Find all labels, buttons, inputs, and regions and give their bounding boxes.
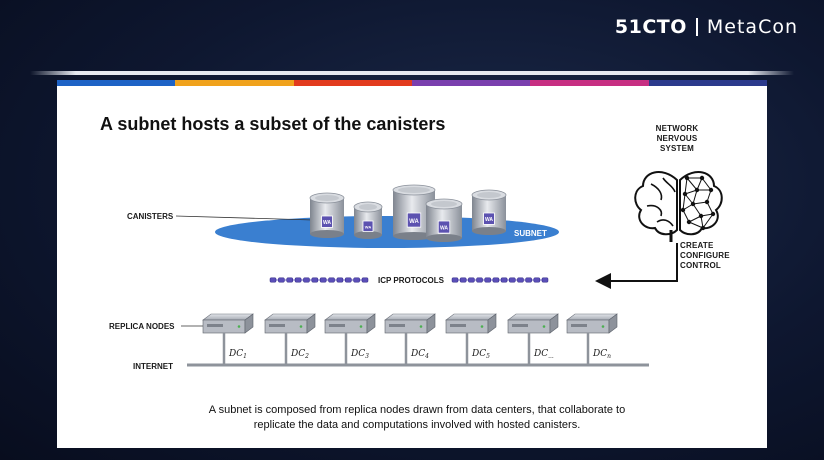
canister: WA <box>471 189 507 235</box>
canister-badge-label: WA <box>440 225 448 231</box>
replica-node-server: DC... <box>507 313 559 364</box>
canister-badge-label: WA <box>365 224 372 229</box>
header-divider <box>30 71 794 75</box>
icp-protocol-chain-right <box>451 277 549 283</box>
icp-protocol-chain-left <box>269 277 369 283</box>
slide-panel: A subnet hosts a subset of the canisters… <box>57 80 767 448</box>
canister-badge <box>362 220 374 232</box>
control-label-line-2: CONFIGURE <box>680 251 730 260</box>
stripe-segment <box>175 80 294 86</box>
stripe-segment <box>648 80 767 86</box>
subnet-label: SUBNET <box>514 229 547 238</box>
replica-node-server: DC4 <box>384 313 436 364</box>
data-center-label: DC... <box>533 349 554 360</box>
replica-nodes-label: REPLICA NODES <box>109 322 175 331</box>
nns-label-line-2: NERVOUS <box>656 134 698 143</box>
protocol-bead <box>533 277 541 283</box>
brand-event: MetaCon <box>706 16 798 38</box>
icp-protocols-label: ICP PROTOCOLS <box>378 276 445 285</box>
data-center-label: DC1 <box>228 349 247 360</box>
stripe-segment <box>293 80 412 86</box>
brand-name: 51CTO <box>614 16 687 38</box>
protocol-bead <box>517 277 524 283</box>
data-center-label: DC4 <box>410 349 429 360</box>
canisters-leader-line <box>175 215 314 221</box>
nns-label-line-3: SYSTEM <box>659 144 695 153</box>
canister-badge <box>321 215 333 228</box>
protocol-bead <box>361 277 369 283</box>
protocol-bead <box>525 277 532 283</box>
internet-label: INTERNET <box>133 362 173 371</box>
protocol-bead <box>468 277 475 283</box>
slide-title: A subnet hosts a subset of the canisters <box>100 114 446 134</box>
protocol-bead <box>500 277 508 283</box>
brain-icon <box>634 171 723 242</box>
canister: WA <box>353 201 383 239</box>
replica-node-server: DC1 <box>202 313 254 364</box>
protocol-bead <box>451 277 459 283</box>
protocol-bead <box>509 277 516 283</box>
data-center-label: DCn <box>592 349 611 360</box>
protocol-bead <box>459 277 467 283</box>
canisters-label: CANISTERS <box>127 212 174 221</box>
protocol-bead <box>484 277 491 283</box>
protocol-bead <box>328 277 335 283</box>
replica-node-server: DC3 <box>324 313 376 364</box>
replica-node-server: DC2 <box>264 313 316 364</box>
replica-node-server: DC5 <box>445 313 497 364</box>
caption-line-2: replicate the data and computations invo… <box>253 419 581 431</box>
replica-node-server: DCn <box>566 313 618 364</box>
canister: WA <box>309 192 345 238</box>
protocol-bead <box>303 277 310 283</box>
canister: WA <box>425 198 463 242</box>
canister-group: WA WA WA WA WA <box>309 184 507 242</box>
protocol-bead <box>345 277 352 283</box>
replica-node-group: DC1 DC2 DC3 DC4 DC5 DC... DCn <box>202 313 618 364</box>
stripe-segment <box>411 80 531 86</box>
color-stripe <box>57 80 767 86</box>
data-center-label: DC2 <box>290 349 309 360</box>
caption-line-1: A subnet is composed from replica nodes … <box>208 404 626 416</box>
protocol-bead <box>492 277 500 283</box>
control-arrow <box>595 243 678 289</box>
brand-separator <box>695 18 698 36</box>
control-label: CREATE CONFIGURE CONTROL <box>680 241 730 271</box>
protocol-bead <box>294 277 302 283</box>
protocol-bead <box>319 277 327 283</box>
control-label-line-3: CONTROL <box>680 261 721 270</box>
subnet-diagram: SUBNET CANISTERS WA WA WA WA WA ICP PROTOCOL… <box>109 171 723 371</box>
nns-label: NETWORK NERVOUS SYSTEM <box>647 124 707 154</box>
protocol-bead <box>269 277 277 283</box>
canister-badge <box>406 212 422 228</box>
canister-badge <box>483 212 495 225</box>
canister-badge-label: WA <box>323 220 331 226</box>
protocol-bead <box>286 277 293 283</box>
brand-logo: 51CTO MetaCon <box>615 16 798 38</box>
slide-caption: A subnet is composed from replica nodes … <box>137 403 697 433</box>
protocol-bead <box>311 277 319 283</box>
protocol-bead <box>278 277 285 283</box>
data-center-label: DC3 <box>350 349 369 360</box>
stripe-segment <box>530 80 649 86</box>
data-center-label: DC5 <box>471 349 490 360</box>
control-label-line-1: CREATE <box>680 241 714 250</box>
canister-badge-label: WA <box>485 217 493 223</box>
protocol-bead <box>541 277 549 283</box>
subnet-ellipse <box>215 216 559 248</box>
protocol-bead <box>476 277 483 283</box>
protocol-bead <box>353 277 360 283</box>
protocol-bead <box>336 277 344 283</box>
canister-badge-label: WA <box>409 219 419 225</box>
stripe-segment <box>57 80 176 86</box>
nns-label-line-1: NETWORK <box>655 124 699 133</box>
canister-badge <box>437 220 451 234</box>
